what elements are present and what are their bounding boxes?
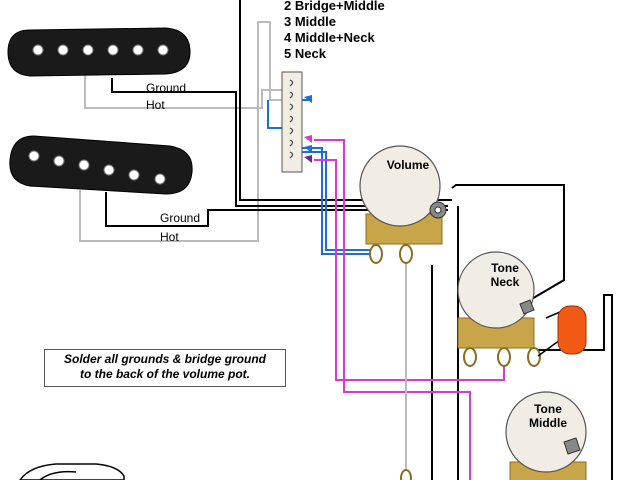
tone-neck-label-line1: Tone [491, 261, 519, 275]
middle-pickup [9, 135, 193, 195]
switch-position-2: 2 Bridge+Middle [284, 0, 385, 13]
middle-hot-label: Hot [160, 230, 179, 244]
pot-ground-chain [451, 184, 565, 301]
tone-capacitor [537, 305, 587, 357]
instruction-note-line1: Solder all grounds & bridge ground [63, 352, 266, 366]
middle-ground-label: Ground [160, 211, 200, 225]
neck-hot-label: Hot [146, 98, 165, 112]
neck-pickup-poles [32, 44, 169, 56]
switch-terminals [304, 95, 312, 163]
tone-neck-label-line2: Neck [491, 275, 520, 289]
middle-pickup-poles [28, 150, 166, 185]
tone-middle-label-line1: Tone [534, 402, 562, 416]
tone-middle-pot [505, 391, 587, 480]
magenta-wire-2 [314, 159, 505, 381]
neck-pickup [7, 27, 191, 77]
instruction-note-box [44, 349, 286, 387]
switch-position-list: 2 Bridge+Middle 3 Middle 4 Middle+Neck 5… [284, 0, 385, 61]
switch-position-4: 4 Middle+Neck [284, 30, 375, 45]
bridge-ground-icon [19, 463, 125, 480]
magenta-wire-1 [314, 139, 471, 480]
tone-middle-label-line2: Middle [529, 416, 567, 430]
neck-hot-wire [84, 71, 290, 109]
five-way-switch [281, 71, 312, 173]
volume-pot [359, 145, 447, 264]
switch-position-5: 5 Neck [284, 46, 327, 61]
neck-ground-wire [111, 78, 448, 207]
output-lug [400, 469, 412, 480]
tone-neck-pot [457, 251, 541, 367]
instruction-note-line2: to the back of the volume pot. [79, 367, 250, 381]
instruction-note: Solder all grounds & bridge ground to th… [44, 352, 286, 382]
volume-pot-label: Volume [387, 158, 430, 172]
switch-position-3: 3 Middle [284, 14, 336, 29]
middle-ground-wire [105, 192, 448, 227]
middle-hot-wire [79, 21, 290, 242]
neck-ground-label: Ground [146, 81, 186, 95]
